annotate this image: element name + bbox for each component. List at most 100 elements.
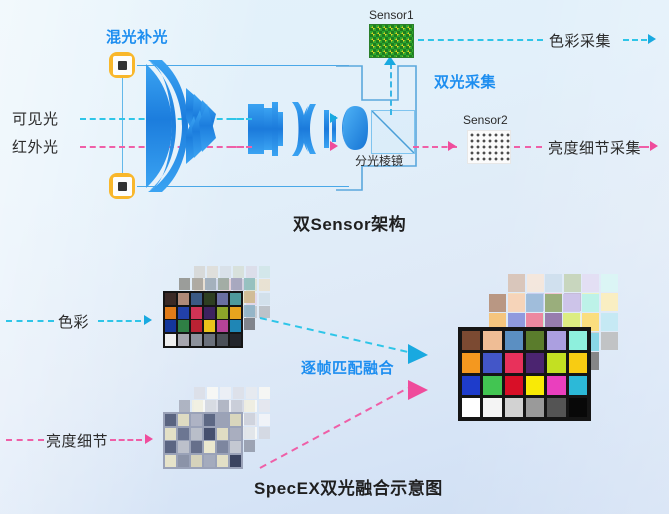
fused-chart-front (458, 327, 591, 421)
color-swatch (232, 266, 245, 278)
visible-ray-mid1 (230, 118, 252, 120)
color-swatch (568, 397, 587, 417)
color-swatch (203, 293, 216, 306)
front-lens-svg (146, 60, 216, 192)
color-swatch (194, 266, 206, 278)
luma-capture-arrow (650, 141, 658, 151)
front-lens-group (146, 58, 226, 194)
color-swatch (258, 400, 270, 413)
color-swatch (191, 400, 204, 412)
color-swatch (526, 313, 544, 332)
color-swatch (206, 387, 219, 399)
color-swatch (219, 387, 232, 399)
bottom-diagram-caption: SpecEX双光融合示意图 (254, 479, 443, 498)
fill-light-label: 混光补光 (106, 29, 169, 46)
color-swatch (258, 266, 270, 278)
color-swatch (194, 387, 206, 399)
color-swatch (203, 320, 216, 333)
color-swatch (600, 293, 618, 312)
color-swatch (483, 331, 502, 351)
color-swatch (216, 441, 229, 454)
color-swatch (177, 414, 190, 427)
color-swatch (229, 441, 241, 454)
visible-light-label: 可见光 (12, 111, 59, 128)
color-swatch (243, 318, 255, 330)
led-inner-bottom (112, 176, 132, 196)
prism-label: 分光棱镜 (355, 154, 404, 168)
middle-lens-svg (248, 102, 336, 156)
color-swatch (165, 293, 177, 306)
color-swatch (462, 331, 481, 351)
color-swatch (547, 397, 566, 417)
fill-light-line-top (137, 65, 349, 66)
color-swatch (190, 333, 203, 346)
color-chart-front (163, 291, 243, 348)
color-swatch (165, 306, 177, 319)
color-swatch (258, 413, 270, 426)
infrared-light-label: 红外光 (12, 139, 59, 156)
color-branch-label: 色彩 (58, 314, 90, 331)
led-module-top (109, 52, 135, 78)
infrared-ray-mid1 (230, 146, 252, 148)
color-swatch (489, 294, 507, 312)
color-swatch (243, 291, 255, 304)
color-swatch (203, 414, 216, 427)
color-swatch (243, 440, 255, 452)
color-swatch (568, 331, 587, 351)
fusion-arrows (259, 317, 428, 469)
infrared-ray-arrow-sensor2 (448, 141, 456, 151)
led-core-top (117, 60, 127, 70)
sensor2-chip (467, 130, 511, 164)
color-swatch (219, 266, 232, 278)
luma-capture-ray-left (514, 146, 542, 148)
color-swatch (177, 333, 190, 346)
color-swatch (258, 306, 270, 318)
color-swatch (483, 397, 502, 417)
color-swatch (190, 320, 203, 333)
color-swatch (462, 375, 481, 395)
color-swatch (190, 454, 203, 467)
color-swatch (216, 293, 229, 306)
dual-capture-label: 双光采集 (434, 74, 497, 91)
color-swatch (462, 397, 481, 417)
color-swatch (563, 313, 581, 332)
color-swatch (203, 427, 216, 440)
color-capture-ray-right (623, 39, 647, 41)
color-swatch (165, 414, 177, 427)
fill-light-line-bottom (137, 186, 349, 187)
fusion-label: 逐帧匹配融合 (301, 360, 395, 377)
sensor1-label: Sensor1 (369, 8, 414, 22)
led-connector-line (122, 64, 123, 186)
color-swatch (258, 279, 270, 292)
color-swatch (203, 333, 216, 346)
luma-branch-ray-left (6, 439, 44, 441)
color-swatch (245, 387, 258, 399)
color-swatch (526, 294, 544, 312)
color-swatch (507, 313, 525, 332)
color-branch-ray-right (98, 320, 141, 322)
color-swatch (547, 331, 566, 351)
rear-lens-svg (342, 106, 368, 150)
color-swatch (504, 397, 523, 417)
color-swatch (216, 414, 229, 427)
color-swatch (258, 387, 270, 399)
visible-ray-arrow-sensor1 (384, 56, 396, 65)
color-swatch (165, 427, 177, 440)
led-module-bottom (109, 173, 135, 199)
color-swatch (177, 441, 190, 454)
color-swatch (563, 294, 581, 312)
color-swatch (600, 332, 618, 350)
color-swatch (243, 400, 255, 412)
color-capture-arrow (648, 34, 656, 44)
color-swatch (547, 353, 566, 373)
color-swatch (243, 426, 255, 439)
color-swatch (203, 441, 216, 454)
color-swatch (203, 306, 216, 319)
luma-branch-arrow (145, 434, 153, 444)
color-swatch (243, 278, 255, 290)
color-swatch (229, 333, 241, 346)
color-swatch (230, 400, 243, 412)
luma-branch-ray-right (110, 439, 142, 441)
color-swatch (177, 306, 190, 319)
color-swatch (600, 274, 618, 292)
